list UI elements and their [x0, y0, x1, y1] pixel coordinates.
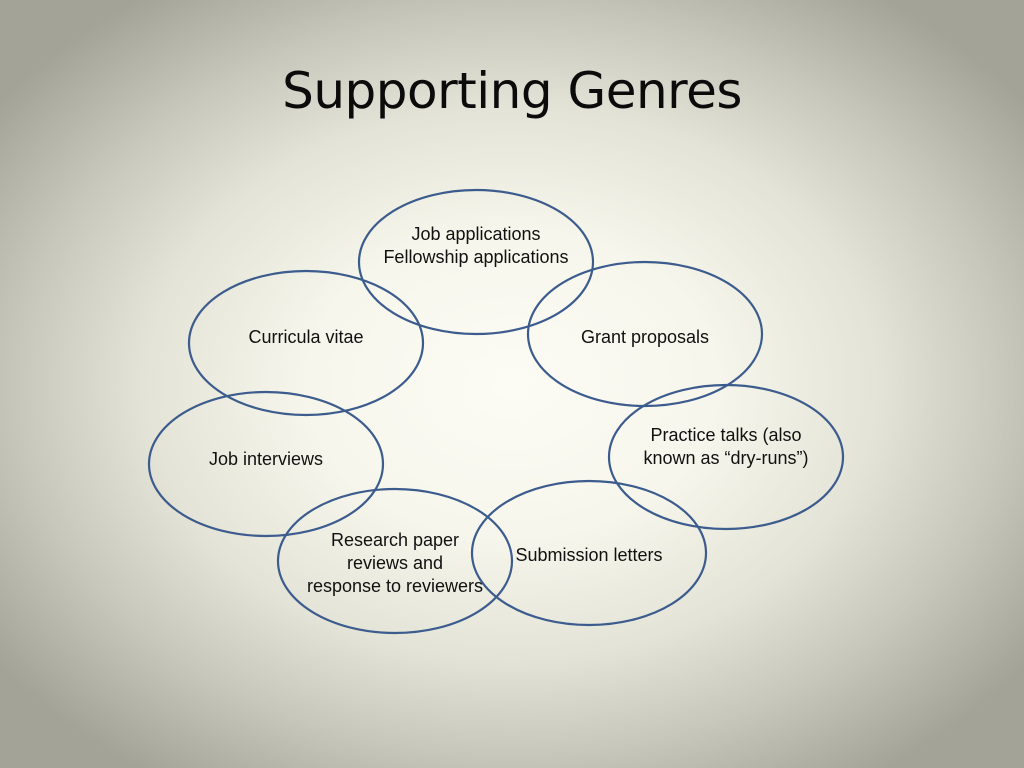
node-label-job-applications-0: Job applications [411, 224, 540, 244]
node-outline-practice-talks [607, 383, 845, 531]
node-label-research-paper-reviews-1: reviews and [347, 553, 443, 573]
node-label-research-paper-reviews-0: Research paper [331, 530, 459, 550]
node-label-practice-talks-0: Practice talks (also [650, 425, 801, 445]
node-outline-curricula-vitae [187, 269, 425, 417]
node-job-interviews: Job interviews [147, 390, 385, 538]
node-label-submission-letters-0: Submission letters [515, 545, 662, 565]
node-label-grant-proposals-0: Grant proposals [581, 327, 709, 347]
node-label-practice-talks-1: known as “dry-runs”) [643, 448, 808, 468]
slide-title: Supporting Genres [282, 62, 742, 120]
node-research-paper-reviews: Research paper reviews and response to rev… [276, 487, 514, 635]
node-label-curricula-vitae-0: Curricula vitae [248, 327, 363, 347]
node-practice-talks: Practice talks (also known as “dry-runs”) [607, 383, 845, 531]
node-outline-submission-letters [470, 479, 708, 627]
node-outline-research-paper-reviews [276, 487, 514, 635]
node-curricula-vitae: Curricula vitae [187, 269, 425, 417]
node-submission-letters: Submission letters [470, 479, 708, 627]
node-label-job-applications-1: Fellowship applications [383, 247, 568, 267]
node-outline-job-interviews [147, 390, 385, 538]
node-label-research-paper-reviews-2: response to reviewers [307, 576, 483, 596]
node-outline-job-applications [357, 188, 595, 336]
node-label-job-interviews-0: Job interviews [209, 449, 323, 469]
